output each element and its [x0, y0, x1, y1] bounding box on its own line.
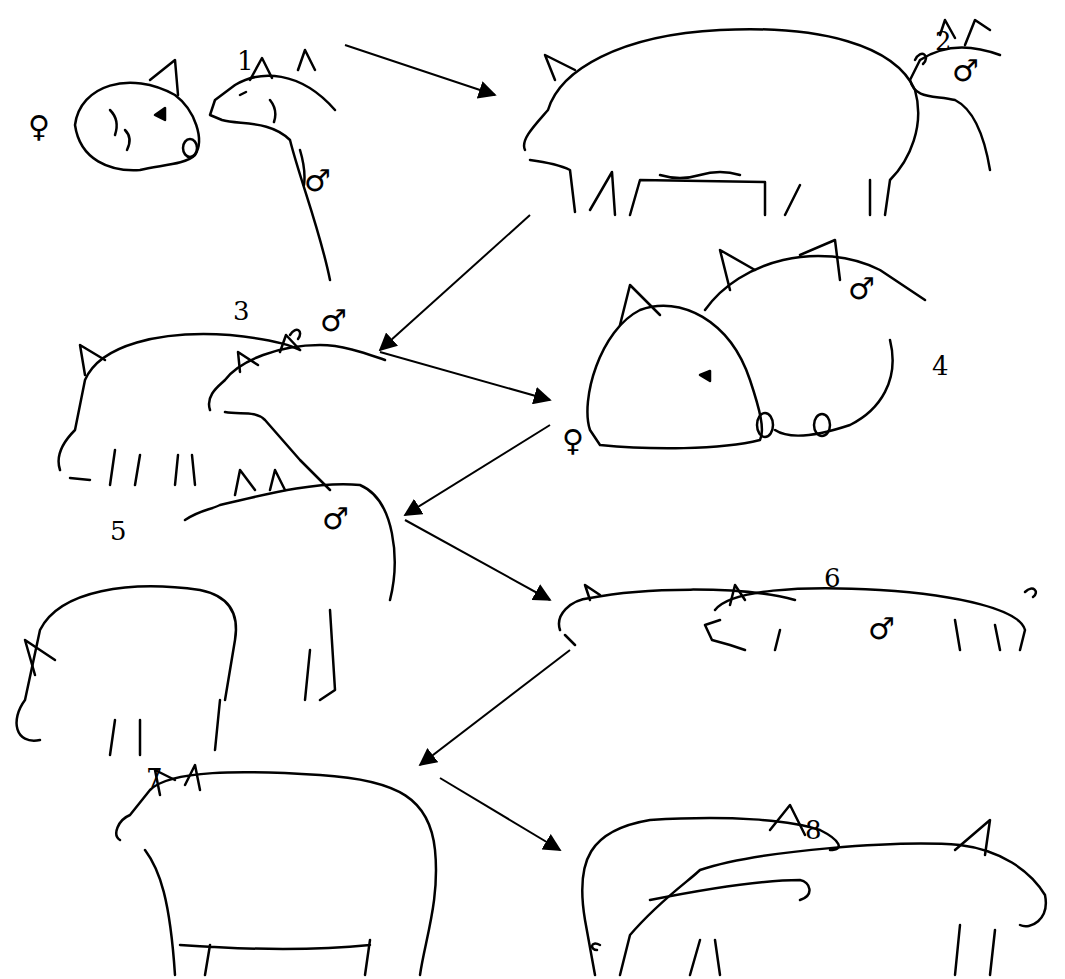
stage-number: 2: [935, 28, 952, 54]
stage-panel: 4: [550, 245, 960, 455]
stage-number: 8: [805, 817, 822, 843]
stage-number: 7: [146, 765, 163, 791]
stage-number: 6: [824, 565, 841, 591]
stage-panel: 1: [20, 30, 345, 280]
sex-symbol: ♂: [320, 306, 347, 336]
sex-symbol: ♂: [952, 56, 979, 86]
sequence-arrow: [420, 650, 570, 765]
sequence-arrow: [345, 45, 495, 95]
stage-number: 5: [110, 518, 127, 544]
sequence-arrow: [440, 778, 560, 850]
stage-panel: 7: [110, 765, 440, 975]
sex-symbol: ♂: [322, 504, 349, 534]
stage-number: 1: [237, 48, 254, 74]
sex-symbol: ♂: [868, 614, 895, 644]
sex-symbol: ♂: [304, 166, 331, 196]
sex-symbol: ♀: [562, 426, 584, 456]
stage-panel: 6: [550, 565, 1030, 650]
sequence-arrow: [405, 520, 550, 600]
sequence-arrow: [380, 352, 550, 400]
stage-panel: 2: [495, 20, 1000, 215]
sequence-arrow: [380, 215, 530, 350]
sex-symbol: ♂: [848, 274, 875, 304]
stage-number: 3: [233, 298, 250, 324]
sequence-arrow: [405, 425, 550, 515]
sex-symbol: ♀: [28, 112, 50, 142]
stage-number: 4: [932, 353, 949, 379]
stage-panel: 8: [560, 815, 1050, 975]
